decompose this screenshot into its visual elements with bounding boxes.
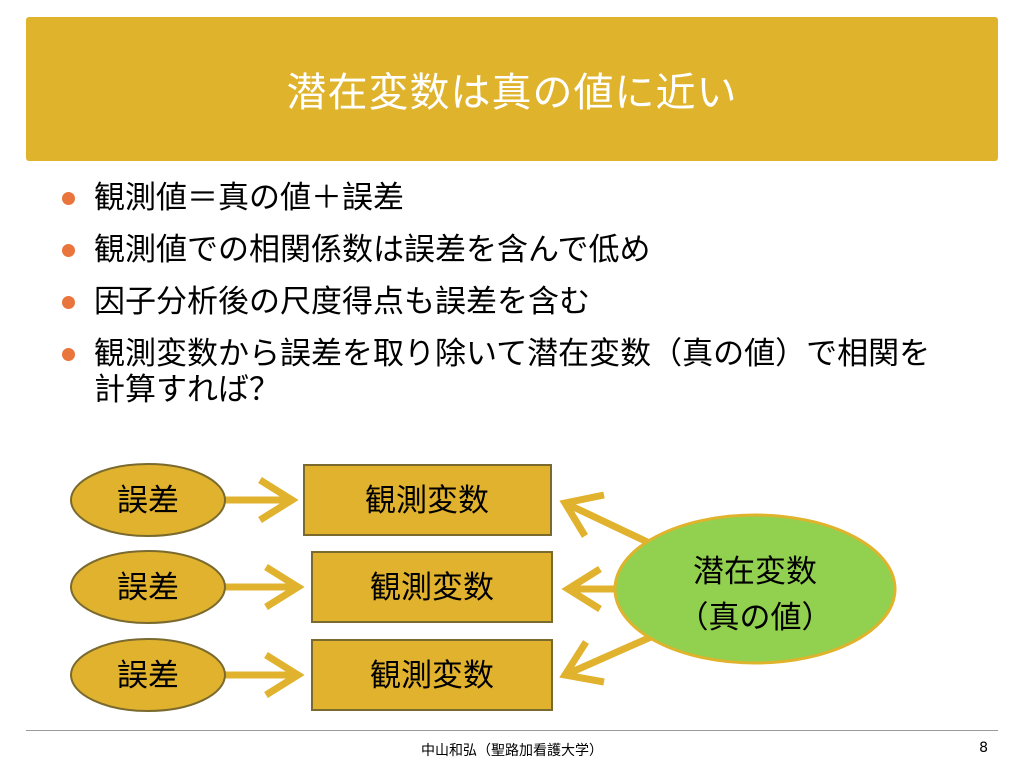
bullet-dot-icon [62,192,75,205]
latent-sublabel: （真の値） [678,600,833,636]
bullet-list: 観測値＝真の値＋誤差 観測値での相関係数は誤差を含んで低め 因子分析後の尺度得点… [60,180,960,424]
footer-author: 中山和弘（聖路加看護大学） [421,743,603,759]
slide-title: 潜在変数は真の値に近い [286,70,738,116]
arrow-icon [559,629,662,686]
bullet-text: 観測値＝真の値＋誤差 [94,180,404,216]
arrow-icon [559,491,662,552]
arrow-icon [225,652,305,698]
error-label: 誤差 [117,658,179,694]
observed-label: 観測変数 [370,658,494,694]
error-node: 誤差 [70,550,226,624]
latent-variable-node: 潜在変数 （真の値） [613,513,897,665]
error-node: 誤差 [70,638,226,712]
arrow-icon [225,564,305,610]
bullet-text: 因子分析後の尺度得点も誤差を含む [94,284,590,320]
bullet-item: 観測変数から誤差を取り除いて潜在変数（真の値）で相関を計算すれば？ [60,336,960,408]
bullet-dot-icon [62,296,75,309]
bullet-text: 観測変数から誤差を取り除いて潜在変数（真の値）で相関を計算すれば？ [94,336,931,408]
bullet-dot-icon [62,348,75,361]
bullet-item: 観測値＝真の値＋誤差 [60,180,960,216]
observed-variable-box: 観測変数 [311,551,553,623]
observed-variable-box: 観測変数 [303,464,552,536]
error-node: 誤差 [70,463,226,537]
bullet-text: 観測値での相関係数は誤差を含んで低め [94,232,651,268]
bullet-item: 因子分析後の尺度得点も誤差を含む [60,284,960,320]
footer-divider [26,730,998,731]
observed-label: 観測変数 [365,483,489,519]
latent-to-observed-arrows [559,491,662,686]
observed-variable-box: 観測変数 [311,639,553,711]
error-label: 誤差 [117,483,179,519]
error-to-observed-arrows [225,477,305,698]
page-number: 8 [979,740,988,756]
observed-label: 観測変数 [370,570,494,606]
arrow-icon [225,477,299,523]
bullet-dot-icon [62,244,75,257]
bullet-item: 観測値での相関係数は誤差を含んで低め [60,232,960,268]
title-band: 潜在変数は真の値に近い [26,17,998,161]
latent-label: 潜在変数 [693,554,817,590]
error-label: 誤差 [117,570,179,606]
